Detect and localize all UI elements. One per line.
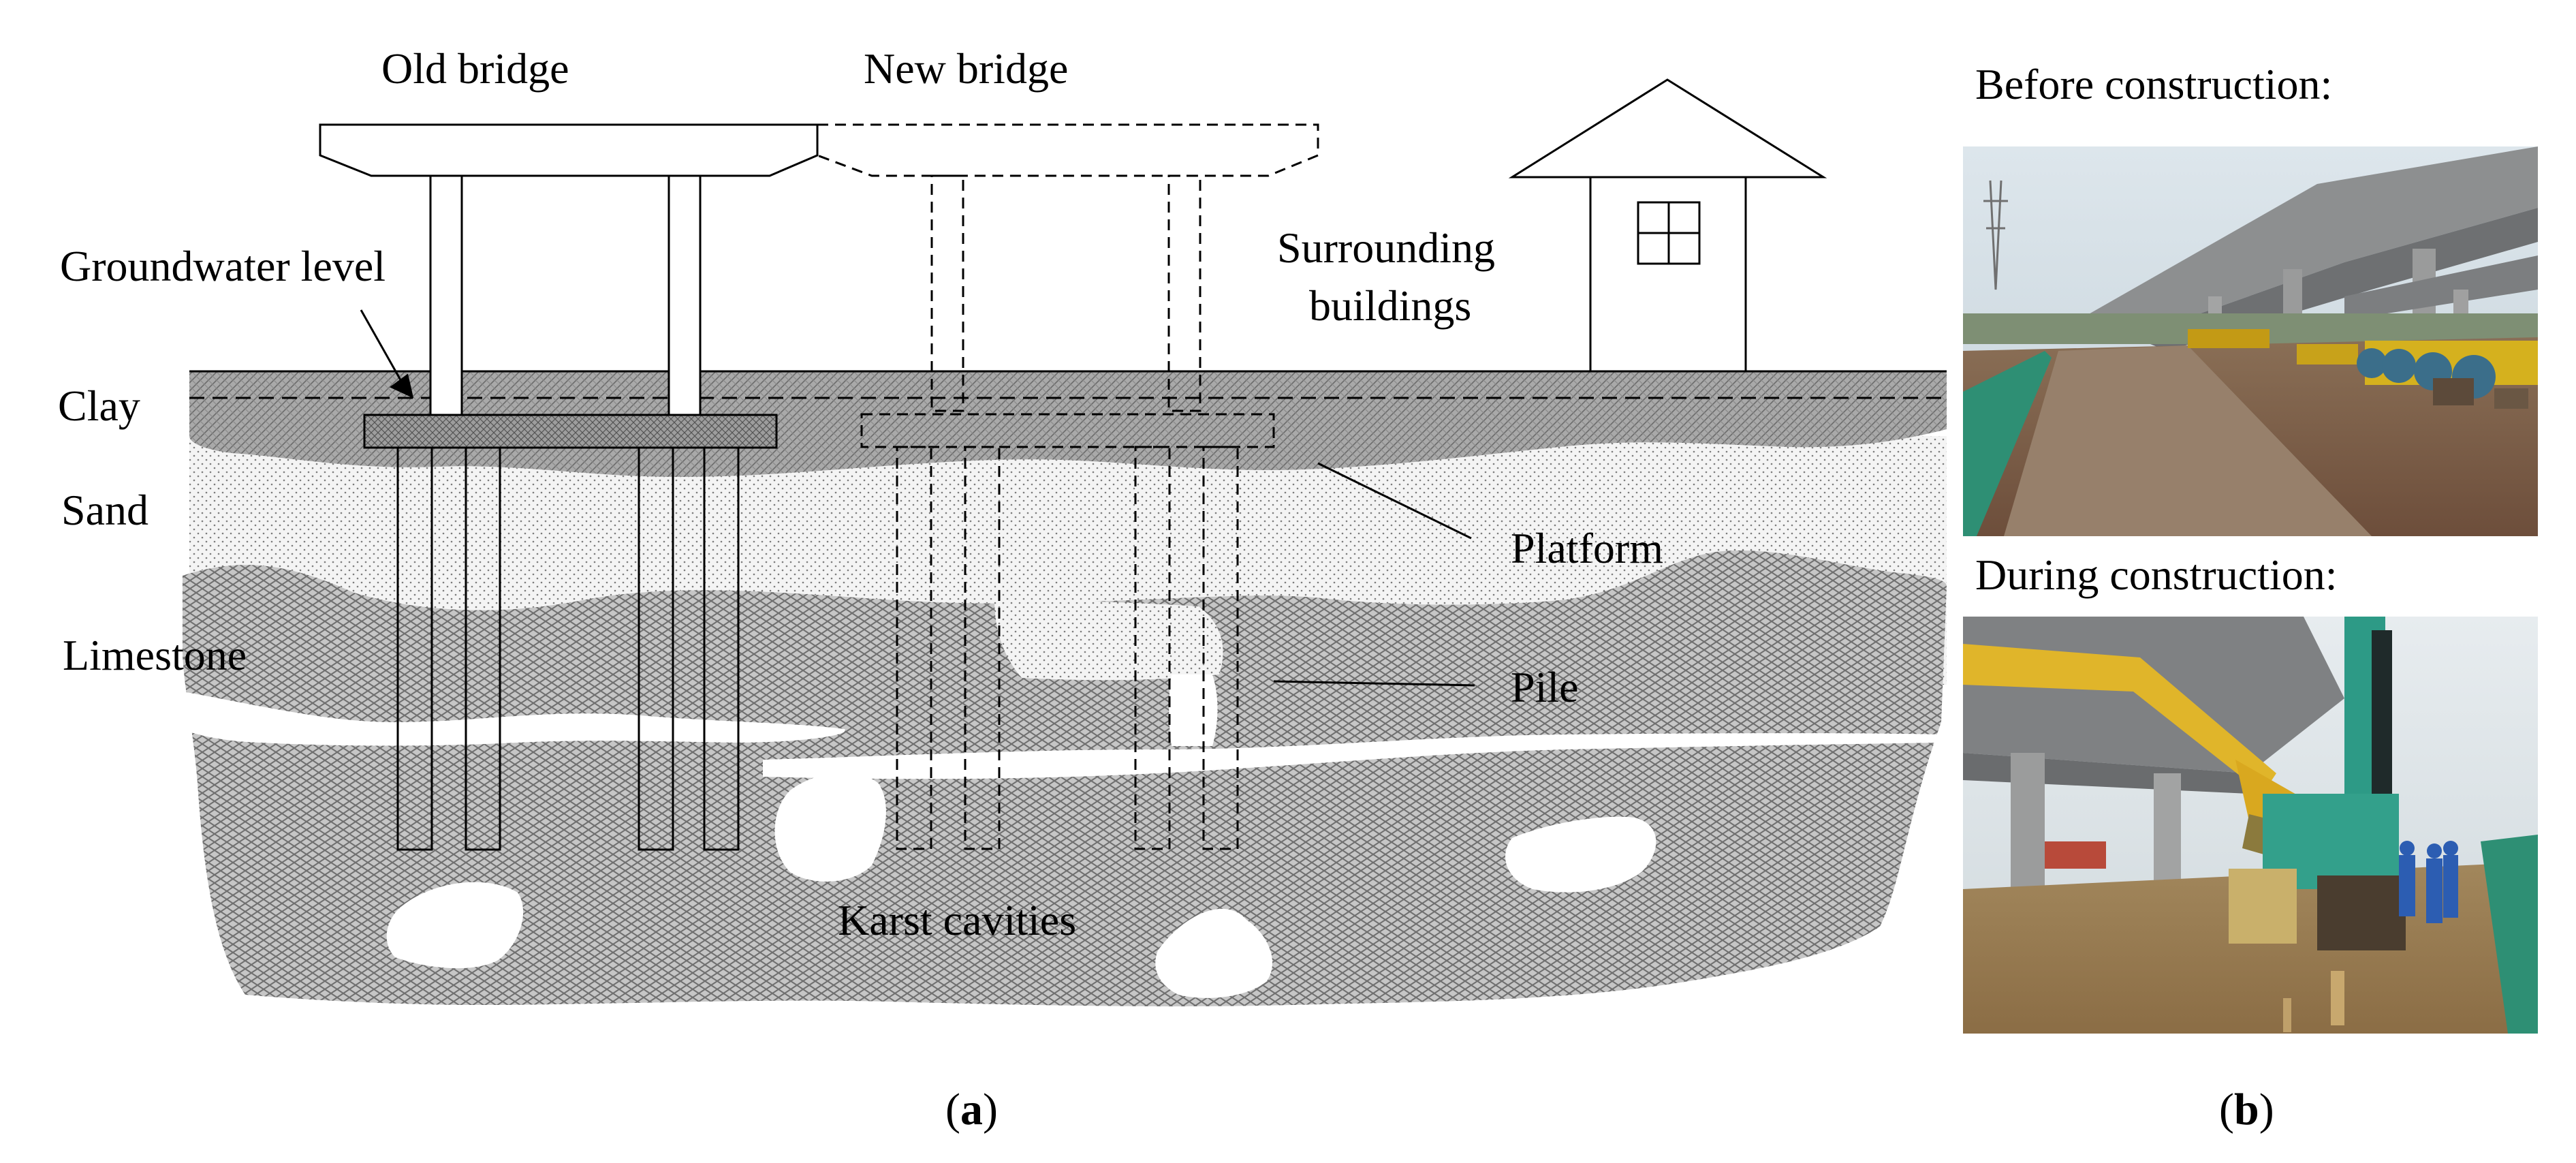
surrounding-building: [1508, 78, 1827, 373]
label-limestone: Limestone: [63, 631, 247, 679]
old-bridge-deck: [319, 123, 819, 177]
label-clay: Clay: [58, 382, 140, 430]
old-bridge-column-right: [667, 174, 702, 417]
label-groundwater-level: Groundwater level: [60, 242, 386, 290]
label-surrounding-buildings-1: Surrounding: [1277, 223, 1495, 272]
karst-cavity-1: [386, 882, 524, 969]
old-bridge-piles: [396, 446, 740, 851]
limestone-gap-3: [994, 600, 1223, 681]
new-bridge-platform: [860, 413, 1275, 448]
caption-a: (a): [945, 1085, 998, 1134]
karst-cavity-4: [1505, 816, 1656, 893]
limestone-layer: [183, 550, 1947, 1007]
leader-lines: [360, 309, 1475, 687]
pile-leader: [1273, 680, 1475, 687]
new-bridge-piles: [896, 446, 1239, 850]
label-karst-cavities: Karst cavities: [838, 896, 1076, 944]
label-pile: Pile: [1511, 663, 1579, 711]
title-during-construction: During construction:: [1975, 551, 2337, 599]
label-new-bridge: New bridge: [864, 44, 1068, 93]
old-bridge-column-left: [429, 174, 463, 417]
old-bridge-platform: [363, 414, 778, 449]
old-bridge: [319, 123, 819, 851]
title-before-construction: Before construction:: [1975, 60, 2332, 108]
panel-a-soil-profile: [183, 370, 1947, 1007]
clay-layer: [189, 371, 1947, 477]
new-bridge-deck: [817, 123, 1319, 177]
karst-cavity-3: [1155, 908, 1273, 998]
label-old-bridge: Old bridge: [381, 44, 569, 93]
new-bridge: [817, 123, 1319, 850]
photo-during-construction: [1963, 617, 2538, 1034]
label-sand: Sand: [61, 486, 148, 534]
building-roof: [1508, 78, 1827, 179]
groundwater-leader: [360, 309, 407, 389]
photo-before-construction: [1963, 146, 2538, 536]
groundwater-arrowhead: [390, 373, 414, 399]
panel-a-labels: Old bridge New bridge Groundwater level …: [58, 44, 1663, 944]
limestone-gap-1: [183, 692, 845, 746]
label-platform: Platform: [1511, 524, 1663, 572]
karst-cavity-2: [774, 772, 886, 882]
limestone-gap-2: [763, 733, 1947, 779]
new-bridge-column-left: [930, 174, 964, 412]
label-surrounding-buildings-2: buildings: [1309, 281, 1471, 330]
platform-leader: [1317, 462, 1472, 540]
karst-cavity-5: [1169, 674, 1218, 746]
new-bridge-column-right: [1167, 174, 1201, 412]
caption-b: (b): [2219, 1085, 2274, 1134]
